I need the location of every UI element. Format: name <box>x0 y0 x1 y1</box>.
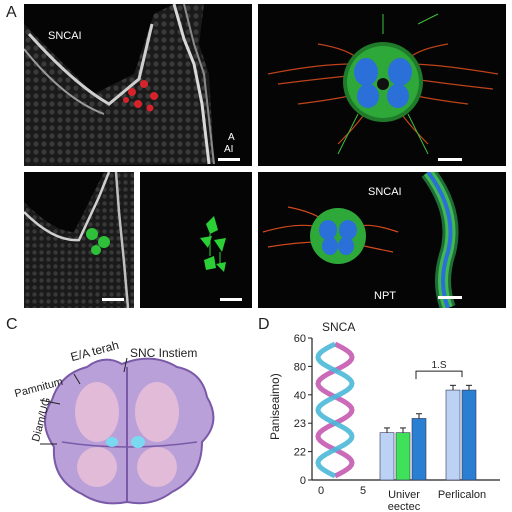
panel-b-micrograph <box>258 4 506 166</box>
panel-b2-scale-bar <box>438 296 462 299</box>
significance-label: 1.S <box>431 360 446 371</box>
panel-a2-micrograph <box>24 172 134 308</box>
red-puncta-cluster <box>123 80 158 112</box>
bar <box>411 418 427 481</box>
inset-helix-strand <box>315 341 355 479</box>
inset-x-tick-label: 5 <box>360 485 366 497</box>
panel-a3-scale-bar <box>220 298 242 301</box>
group-sublabel: eectec <box>388 501 421 512</box>
panel-a2-scale-bar <box>102 298 124 301</box>
bar <box>461 389 477 481</box>
panel-b-neuron-image <box>267 13 499 155</box>
group-label: Univer <box>388 489 420 501</box>
panel-a-corner-top: A <box>228 132 235 143</box>
axon-bundle <box>421 172 459 308</box>
panel-a-scale-bar <box>218 158 240 161</box>
significance-bracket <box>415 370 463 380</box>
y-tick-label: 40 <box>294 390 306 402</box>
panel-a-micrograph: SNCAI A AI <box>24 4 252 166</box>
bar <box>379 432 395 481</box>
panel-c-label: C <box>6 316 18 333</box>
panel-a3-green-cells <box>200 216 226 272</box>
bar <box>395 432 411 481</box>
panel-d-label: D <box>258 316 270 333</box>
panel-b2-stain-label: SNCAI <box>368 186 402 198</box>
panel-c-label-3: SNC Instiem <box>130 346 198 360</box>
green-cells <box>86 228 110 255</box>
panel-b2-neuron-image <box>262 172 459 308</box>
panel-a-tissue-image <box>24 4 215 166</box>
y-tick-label: 0 <box>300 475 306 487</box>
panel-a-label: A <box>6 4 17 21</box>
y-tick-label: 80 <box>294 361 306 373</box>
group-label: Perlicalon <box>438 489 486 501</box>
panel-b2-micrograph: SNCAI NPT <box>258 172 506 308</box>
y-tick-label: 22 <box>294 447 306 459</box>
panel-b-scale-bar <box>438 158 462 161</box>
panel-b2-region-label: NPT <box>374 290 396 302</box>
chart-title: SNCA <box>322 320 356 334</box>
panel-a2-tissue-image <box>24 172 134 308</box>
bar <box>445 389 461 481</box>
inset-x-tick-label: 0 <box>318 485 324 497</box>
y-tick-label: 23 <box>294 418 306 430</box>
panel-a-stain-label: SNCAI <box>48 30 82 42</box>
panel-c-brain-diagram <box>39 357 215 505</box>
panel-a3-micrograph <box>140 172 252 308</box>
panel-a-corner-bottom: AI <box>224 144 234 155</box>
inset-helix-strand <box>315 341 355 479</box>
y-tick-label: 60 <box>294 333 306 345</box>
